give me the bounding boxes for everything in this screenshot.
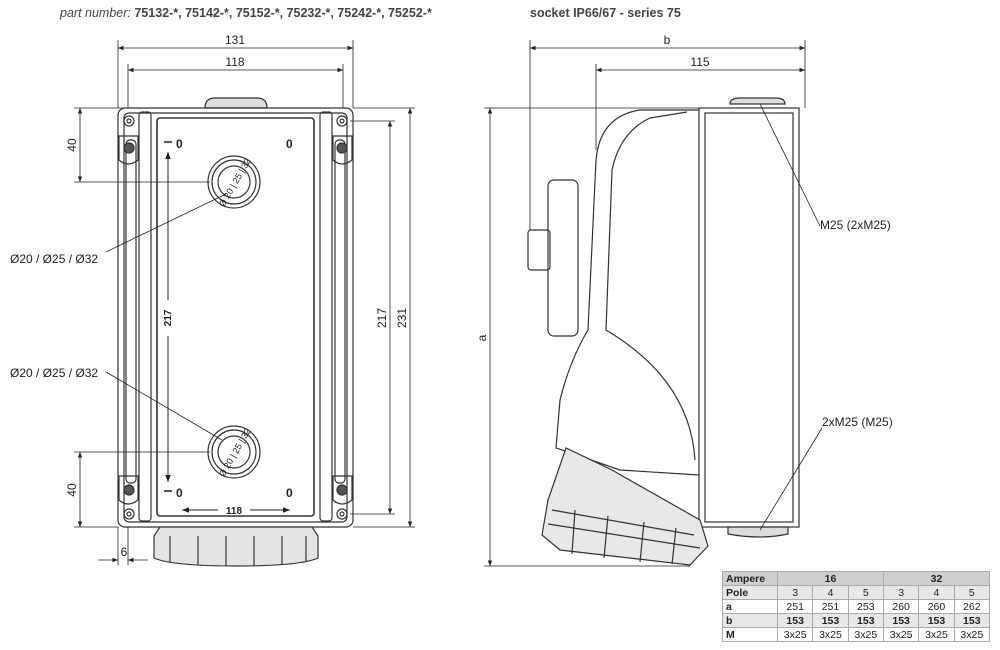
gland-bottom-label: 2xM25 (M25) — [822, 415, 893, 429]
gland-top-label: M25 (2xM25) — [820, 218, 891, 232]
socket-spout — [541, 447, 709, 566]
table-row: Pole 3 4 5 3 4 5 — [722, 585, 991, 600]
knockout-bottom-label: Ø20 / Ø25 / Ø32 — [10, 366, 98, 380]
table-row: b 153 153 153 153 153 153 — [722, 613, 991, 628]
bottom-gland — [153, 526, 319, 567]
series-title: socket IP66/67 - series 75 — [530, 6, 681, 20]
dim-height-inner: 217 — [375, 308, 389, 328]
socket-lid — [547, 179, 579, 337]
mark-o: 0 — [176, 486, 183, 500]
dim-a: a — [475, 334, 489, 341]
top-gland — [204, 97, 268, 109]
spec-table: Ampere 16 32 Pole 3 4 5 3 4 5 a 251 251 … — [722, 571, 991, 642]
knockout-bottom-text: Ø 20 | 25 | 32 — [217, 427, 253, 479]
wall-plate — [698, 107, 800, 528]
mounting-hole-icon — [118, 135, 353, 505]
dim-115: 115 — [690, 55, 709, 69]
socket-body — [555, 109, 700, 476]
front-cover — [156, 117, 315, 517]
mark-o: 0 — [286, 137, 293, 151]
dim-inner-horizontal: 118 — [226, 506, 243, 517]
table-row: a 251 251 253 260 260 262 — [722, 599, 991, 614]
dim-b: b — [664, 33, 671, 47]
knockout-top-text: Ø 20 | 25 | 32 — [217, 157, 253, 209]
knockout-top-icon — [207, 155, 261, 209]
knockout-top-label: Ø20 / Ø25 / Ø32 — [10, 252, 98, 266]
table-row: M 3x25 3x25 3x25 3x25 3x25 3x25 — [722, 627, 991, 642]
part-number-label: part number: — [60, 6, 131, 20]
series-header: socket IP66/67 - series 75 — [530, 6, 681, 20]
corner-screw-icon — [123, 115, 348, 520]
dim-width-total: 131 — [225, 33, 245, 47]
dim-bottom-offset: 40 — [65, 483, 79, 497]
part-number-list: 75132-*, 75142-*, 75152-*, 75232-*, 7524… — [134, 6, 432, 20]
dim-inner-vertical: 217 — [163, 309, 174, 326]
part-number-header: part number: 75132-*, 75142-*, 75152-*, … — [60, 6, 432, 20]
dim-top-offset: 40 — [65, 138, 79, 152]
table-row: Ampere 16 32 — [722, 571, 991, 586]
mark-o: 0 — [176, 137, 183, 151]
front-view — [117, 97, 354, 567]
dim-wall: 6 — [121, 545, 128, 559]
dim-height-total: 231 — [395, 308, 409, 328]
dim-width-inner: 118 — [225, 55, 244, 69]
mark-o: 0 — [286, 486, 293, 500]
side-view — [527, 97, 800, 566]
